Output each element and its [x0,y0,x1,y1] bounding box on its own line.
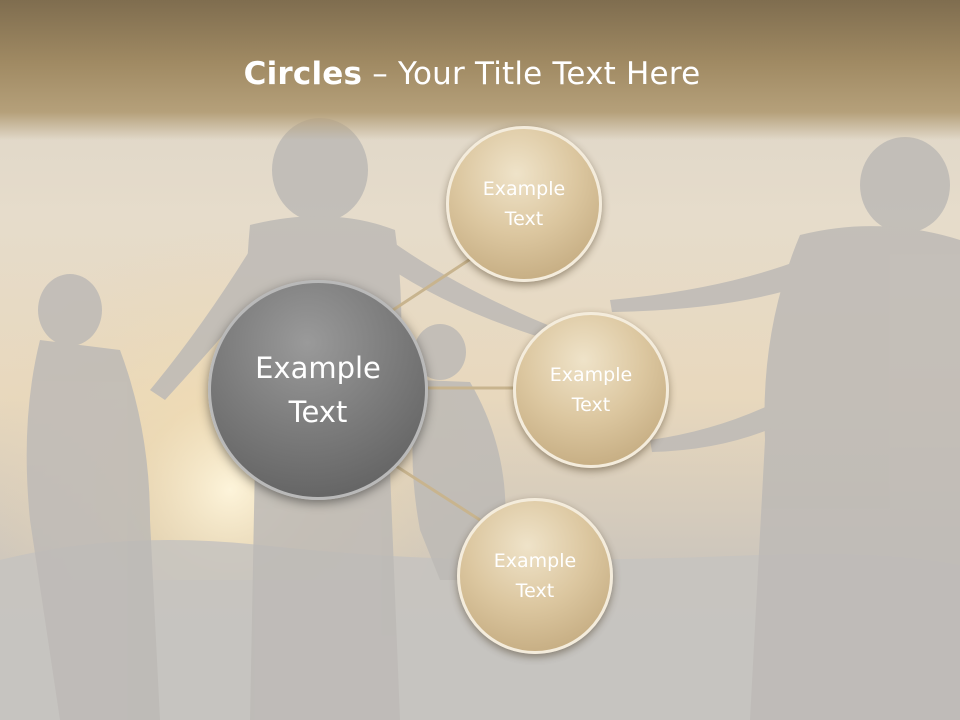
satellite-circle-line1: Example [493,550,577,572]
center-circle-line1: Example [255,351,381,385]
satellite-circle-line1: Example [549,364,633,386]
satellite-circle-line2: Text [571,394,611,416]
slide-title-bold: Circles [243,56,363,92]
center-circle-line2: Text [288,395,348,429]
center-circle[interactable]: Example Text [208,280,428,500]
slide-title-rest: – Your Title Text Here [362,56,701,92]
satellite-circle-line2: Text [515,580,555,602]
connector-line-top [392,254,476,312]
satellite-circle-line1: Example [482,178,566,200]
satellite-circle-line2: Text [504,208,544,230]
title-band [0,0,960,140]
satellite-circle-middle[interactable]: Example Text [513,312,669,468]
satellite-circle-bottom[interactable]: Example Text [457,498,613,654]
satellite-circle-top[interactable]: Example Text [446,126,602,282]
slide-title[interactable]: Circles – Your Title Text Here [0,56,944,92]
connector-line-bottom [395,464,481,522]
